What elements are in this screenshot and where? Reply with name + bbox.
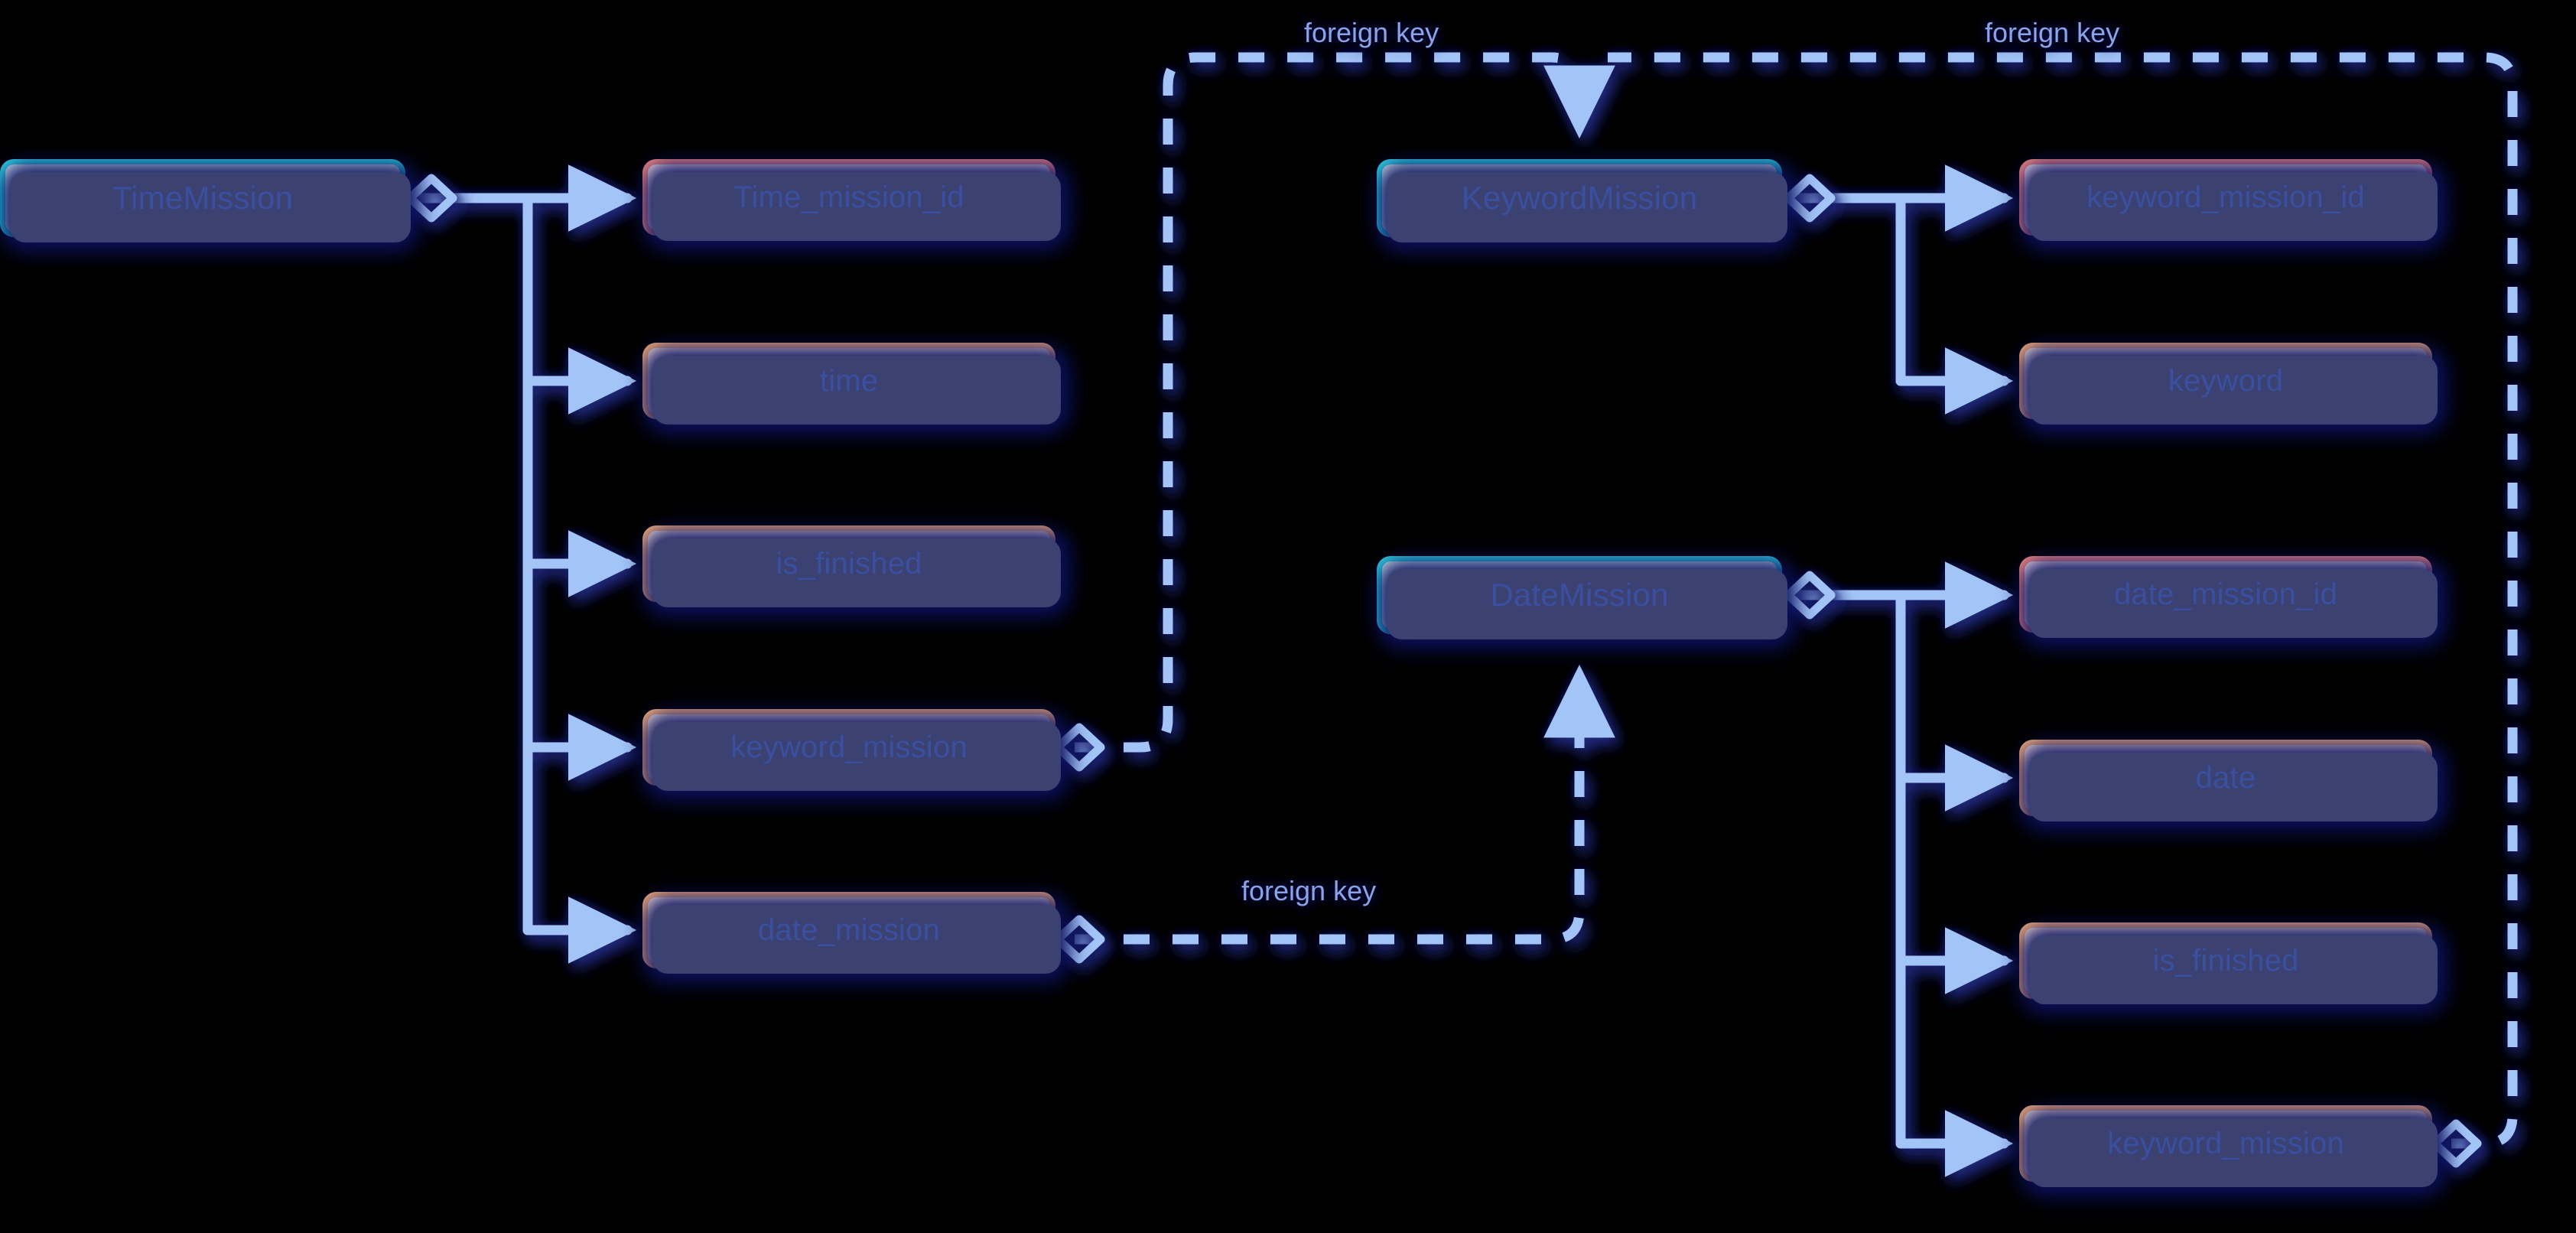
diamond-datemission (1784, 571, 1836, 620)
entity-timemission[interactable]: TimeMission (0, 159, 411, 242)
attribute-label: keyword_mission_id (2086, 180, 2365, 214)
attribute-time-is-finished[interactable]: is_finished (642, 525, 1061, 607)
entity-datemission[interactable]: DateMission (1377, 556, 1787, 639)
attribute-label: time (819, 363, 879, 398)
attribute-time-keyword-mission[interactable]: keyword_mission (642, 709, 1061, 791)
entity-datemission-label: DateMission (1490, 577, 1669, 613)
attribute-label: keyword_mission (2107, 1126, 2344, 1160)
attribute-keyword[interactable]: keyword (2019, 343, 2438, 425)
diamond-attr-date-mission-left (1053, 915, 1105, 964)
attribute-date-keyword-mission[interactable]: keyword_mission (2019, 1105, 2438, 1187)
attribute-label: keyword_mission (730, 730, 968, 764)
attribute-label: keyword (2168, 363, 2284, 398)
attribute-label: is_finished (776, 546, 922, 581)
attribute-date-mission-id[interactable]: date_mission_id (2019, 556, 2438, 638)
attribute-label: date_mission (757, 913, 941, 947)
attribute-label: date_mission_id (2113, 577, 2338, 611)
attribute-time-mission-id[interactable]: Time_mission_id (642, 159, 1061, 241)
edge-label-foreign-key-time-date: foreign key (1241, 875, 1377, 906)
attribute-date-is-finished[interactable]: is_finished (2019, 922, 2438, 1004)
diamond-timemission (405, 174, 457, 223)
diamond-attr-keyword-mission-right (2430, 1119, 2482, 1168)
attribute-label: date (2195, 760, 2256, 795)
attribute-date[interactable]: date (2019, 740, 2438, 821)
diamond-keywordmission (1784, 174, 1836, 223)
attribute-time-date-mission[interactable]: date_mission (642, 892, 1061, 974)
entity-keywordmission-label: KeywordMission (1461, 180, 1698, 216)
attribute-keyword-mission-id[interactable]: keyword_mission_id (2019, 159, 2438, 241)
attribute-label: is_finished (2152, 943, 2299, 978)
diamond-attr-keyword-mission-left (1053, 723, 1105, 772)
entity-keywordmission[interactable]: KeywordMission (1377, 159, 1787, 242)
edge-label-foreign-key-time-keyword: foreign key (1304, 17, 1439, 48)
entity-timemission-label: TimeMission (112, 180, 294, 216)
attribute-label: Time_mission_id (733, 180, 964, 214)
attribute-time[interactable]: time (642, 343, 1061, 425)
edge-label-foreign-key-date-keyword: foreign key (1985, 17, 2120, 48)
